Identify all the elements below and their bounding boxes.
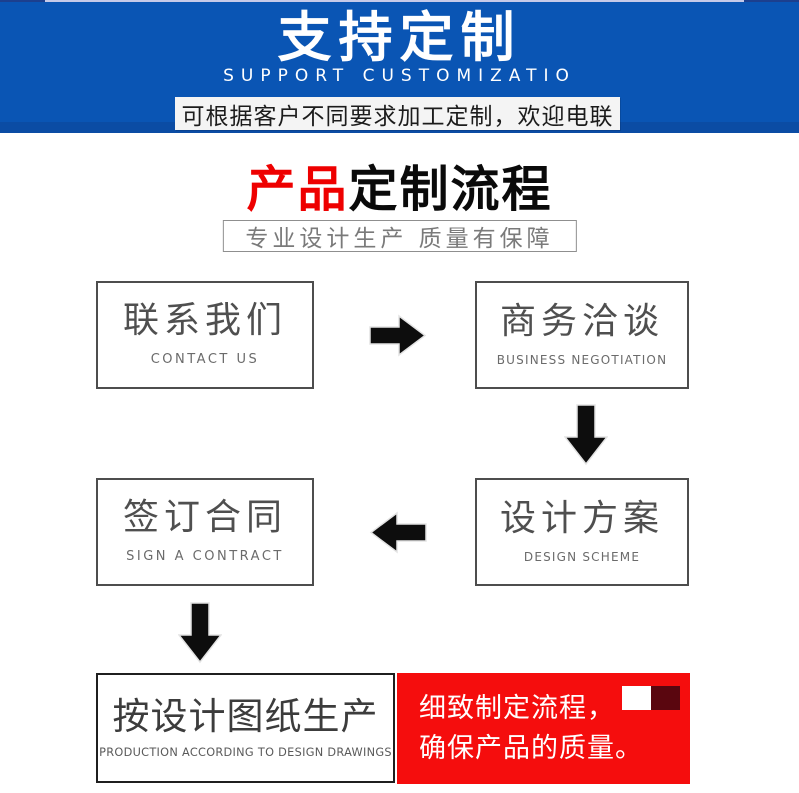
flow-step-production: 按设计图纸生产 PRODUCTION ACCORDING TO DESIGN D… [96,673,395,783]
section-title-black: 定制流程 [348,161,553,218]
step-label-zh: 商务洽谈 [499,300,664,342]
flow-step-contract: 签订合同 SIGN A CONTRACT [96,478,314,586]
section-subtitle: 专业设计生产 质量有保障 [222,220,577,252]
step-label-en: CONTACT US [150,352,260,367]
banner-tagline: 可根据客户不同要求加工定制，欢迎电联 [175,97,620,130]
step-label-zh: 设计方案 [499,497,664,539]
decor-square-maroon [651,686,680,710]
quality-note: 细致制定流程， 确保产品的质量。 [397,673,690,784]
decor-square-white [622,686,651,710]
step-label-en: BUSINESS NEGOTIATION [496,352,668,367]
top-edge-strip [0,0,799,2]
customization-banner: 支持定制 SUPPORT CUSTOMIZATIO 可根据客户不同要求加工定制，… [0,2,799,133]
arrow-down-icon [178,602,222,664]
flow-step-design: 设计方案 DESIGN SCHEME [475,478,689,586]
step-label-zh: 联系我们 [122,300,287,341]
flow-step-contact: 联系我们 CONTACT US [96,281,314,389]
section-title-red: 产品 [246,161,349,218]
banner-title: 支持定制 [277,6,522,69]
quality-note-line1: 细致制定流程， [419,692,615,724]
step-label-en: DESIGN SCHEME [523,549,641,564]
step-label-zh: 签订合同 [122,497,287,538]
step-label-en: PRODUCTION ACCORDING TO DESIGN DRAWINGS [99,745,392,759]
arrow-left-icon [369,511,427,554]
quality-note-line2: 确保产品的质量。 [419,732,643,764]
arrow-right-icon [369,314,427,357]
arrow-down-icon [564,404,608,466]
banner-subtitle: SUPPORT CUSTOMIZATIO [223,66,576,86]
flow-step-negotiation: 商务洽谈 BUSINESS NEGOTIATION [475,281,689,389]
section-title: 产品定制流程 [0,150,799,221]
step-label-zh: 按设计图纸生产 [112,694,379,738]
step-label-en: SIGN A CONTRACT [126,549,284,564]
